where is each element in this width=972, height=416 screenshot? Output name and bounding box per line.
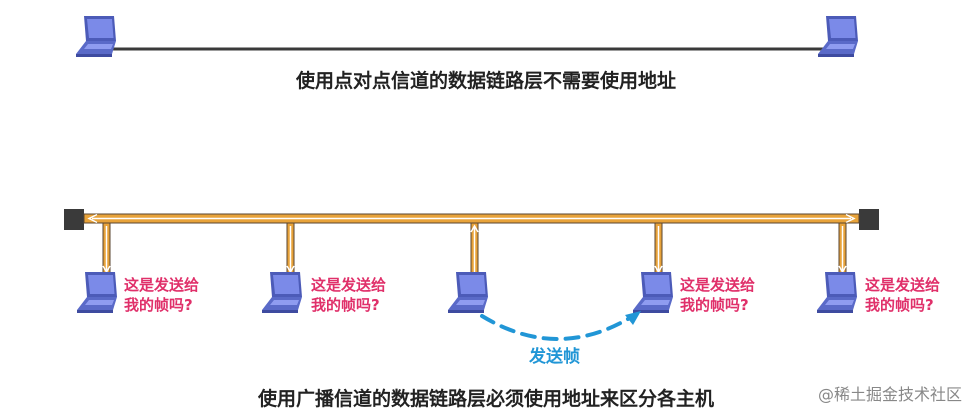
broadcast-caption: 使用广播信道的数据链路层必须使用地址来区分各主机 — [257, 388, 714, 410]
bus-terminator-icon — [64, 209, 84, 230]
question-line: 这是发送给 — [865, 276, 941, 294]
laptop-icon — [77, 272, 117, 313]
question-line: 这是发送给 — [124, 276, 200, 294]
question-line: 这是发送给 — [680, 276, 756, 294]
laptop-icon — [448, 272, 488, 313]
question-line: 我的帧吗? — [124, 296, 193, 314]
receiver-question: 这是发送给 我的帧吗? — [680, 275, 755, 315]
question-line: 我的帧吗? — [311, 296, 380, 314]
question-line: 我的帧吗? — [865, 296, 934, 314]
bus-drop — [102, 222, 111, 276]
laptop-icon — [633, 272, 673, 313]
receiver-question: 这是发送给 我的帧吗? — [311, 275, 386, 315]
receiver-question: 这是发送给 我的帧吗? — [124, 275, 199, 315]
send-frame-label: 发送帧 — [529, 347, 580, 367]
question-line: 这是发送给 — [311, 276, 387, 294]
bus-terminator-icon — [859, 209, 879, 230]
bus-drop — [838, 222, 847, 276]
watermark: @稀土掘金技术社区 — [817, 385, 962, 404]
question-line: 我的帧吗? — [680, 296, 749, 314]
send-frame-arrowhead — [625, 311, 641, 325]
bus-drop — [470, 222, 479, 276]
laptop-icon — [76, 16, 116, 57]
bus-drop — [654, 222, 663, 276]
bus-drop — [286, 222, 295, 276]
laptop-icon — [262, 272, 302, 313]
receiver-question: 这是发送给 我的帧吗? — [865, 275, 940, 315]
point-to-point-caption: 使用点对点信道的数据链路层不需要使用地址 — [295, 70, 676, 92]
laptop-icon — [818, 16, 858, 57]
laptop-icon — [817, 272, 857, 313]
send-frame-arrow — [480, 314, 635, 341]
